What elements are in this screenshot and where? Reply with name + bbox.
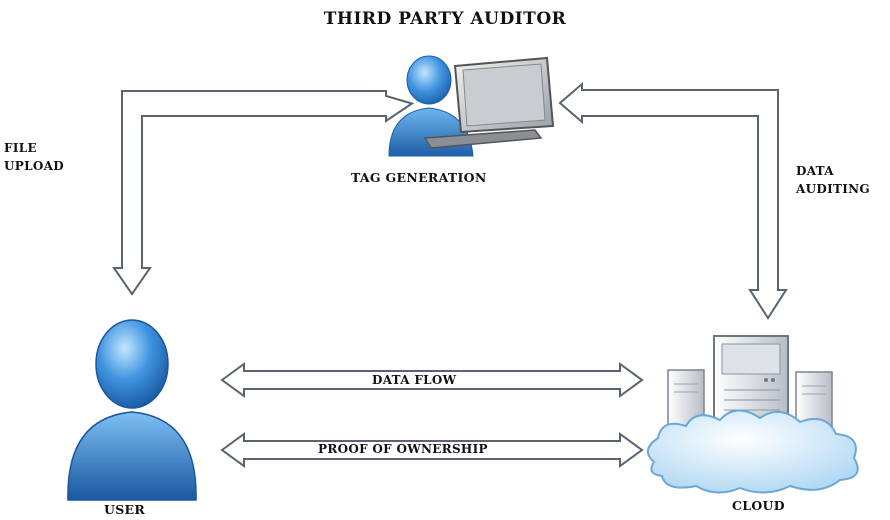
diagram-title: THIRD PARTY AUDITOR [323, 9, 567, 29]
auditor-with-laptop-icon [388, 55, 555, 157]
cloud-label: CLOUD [732, 498, 785, 513]
cloud-servers-icon [647, 335, 859, 494]
tag-generation-label: TAG GENERATION [351, 170, 487, 185]
file-upload-label-line2: UPLOAD [4, 159, 64, 173]
data-auditing-label-line1: DATA [796, 164, 834, 178]
data-flow-label: DATA FLOW [372, 373, 457, 387]
file-upload-arrow [112, 90, 415, 296]
file-upload-label-line1: FILE [4, 141, 37, 155]
user-icon [67, 319, 197, 501]
data-flow-arrow [220, 362, 644, 398]
proof-of-ownership-label: PROOF OF OWNERSHIP [318, 442, 488, 456]
data-auditing-arrow [558, 81, 788, 320]
user-label: USER [104, 502, 146, 517]
proof-of-ownership-arrow [220, 432, 644, 468]
data-auditing-label-line2: AUDITING [796, 182, 870, 196]
